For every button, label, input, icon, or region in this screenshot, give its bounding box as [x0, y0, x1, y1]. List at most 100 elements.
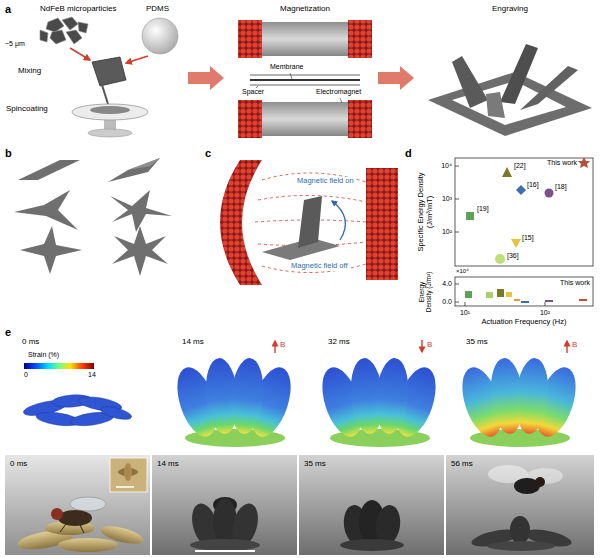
flower-photo — [116, 486, 134, 488]
reference-label: [16] — [527, 181, 539, 189]
flower-photo — [16, 458, 573, 553]
step-label: Spincoating — [6, 104, 48, 113]
flower-photo — [195, 550, 255, 552]
time-label: 14 ms — [157, 459, 179, 468]
chart-frame — [455, 166, 459, 167]
tick-label: 10⁴ — [441, 162, 452, 170]
flower-photo — [80, 525, 84, 533]
field-label: B — [280, 340, 285, 349]
electromagnet — [238, 20, 262, 58]
photo-frame — [152, 455, 297, 555]
data-marker — [511, 239, 521, 248]
leader-line — [290, 73, 292, 79]
mixing-beaker — [92, 57, 126, 86]
process-arrow — [378, 66, 414, 90]
axis-multiplier: ×10⁴ — [456, 268, 469, 275]
part-label: Membrane — [270, 63, 303, 71]
panel-letter: d — [405, 147, 412, 160]
flap-shapes — [128, 158, 160, 170]
reference-label: [19] — [477, 205, 489, 213]
flap-shapes — [112, 226, 168, 276]
colorbar-title: Strain (%) — [28, 351, 59, 359]
tick-label: 10² — [442, 228, 452, 236]
photo-frame — [446, 455, 594, 555]
coil — [220, 160, 398, 285]
panel-letter: e — [5, 326, 11, 339]
flower-photo — [487, 541, 555, 551]
flower-photo — [110, 458, 147, 492]
pdms-sphere — [142, 18, 178, 54]
data-marker — [579, 299, 587, 301]
tick-label: 10³ — [442, 195, 452, 203]
engraved-membrane — [520, 66, 578, 110]
electromagnet — [238, 100, 262, 138]
flower-simulation — [315, 357, 444, 447]
flap-shapes — [14, 158, 172, 276]
data-marker — [545, 300, 553, 302]
flower-photo — [60, 524, 66, 532]
flower-photo — [51, 508, 63, 520]
flat-flower — [22, 394, 133, 428]
panel-letter: b — [5, 147, 12, 160]
reference-label: [36] — [507, 252, 519, 260]
ndfeb-particles — [66, 30, 82, 44]
reference-label: [18] — [555, 183, 567, 191]
time-label: 35 ms — [304, 459, 326, 468]
electromagnet — [262, 22, 348, 56]
tick-label: 10² — [540, 309, 550, 317]
part-label: Electromagnet — [316, 88, 361, 96]
chart-frame — [455, 302, 459, 303]
data-marker — [466, 212, 474, 220]
flower-photo — [70, 497, 106, 511]
flower-photo — [58, 510, 92, 526]
chart-frame — [455, 277, 593, 306]
ndfeb-particles — [40, 30, 48, 42]
ndfeb-particles — [40, 17, 88, 44]
colorbar-tick: 0 — [24, 371, 28, 379]
mixing-arrows — [70, 48, 90, 60]
leader-line — [340, 98, 342, 103]
flower-photo — [58, 538, 118, 552]
tick-label: 10¹ — [460, 309, 470, 317]
chart-frame — [545, 302, 546, 306]
data-marker — [545, 189, 554, 198]
ndfeb-particles — [62, 17, 78, 30]
electromagnet — [262, 102, 348, 136]
time-label: 0 ms — [22, 337, 39, 346]
leader-line — [256, 86, 258, 88]
photo-frame — [299, 455, 444, 555]
spincoater — [90, 106, 130, 114]
colorbar-tick: 14 — [88, 371, 96, 379]
spincoater — [72, 104, 148, 137]
coil — [220, 160, 262, 285]
field-label: B — [427, 340, 432, 349]
flower-photo — [190, 539, 260, 551]
time-label: 14 ms — [182, 337, 204, 346]
membrane-stack — [250, 84, 360, 86]
part-label: Spacer — [242, 88, 264, 96]
field-arrow — [566, 341, 567, 353]
tick-label: 4.0 — [442, 280, 452, 288]
flower-simulation — [170, 357, 299, 447]
process-arrow — [188, 66, 224, 90]
axis-title: Energy Density (J/m³) — [418, 271, 433, 313]
flap-actuator — [262, 196, 340, 260]
axis-title: Specific Energy Density (J/m³/mT) — [417, 160, 434, 265]
material-label: NdFeB microparticles — [40, 4, 116, 13]
time-label: 35 ms — [466, 337, 488, 346]
engraved-membrane — [452, 56, 488, 108]
time-label: 32 ms — [328, 337, 350, 346]
time-label: 0 ms — [10, 459, 27, 468]
mixing-arrows — [126, 56, 148, 63]
chart-frame — [455, 158, 593, 266]
ndfeb-particles — [78, 22, 88, 33]
coil — [366, 168, 398, 280]
chart-frame — [455, 232, 459, 233]
step-title: Engraving — [492, 4, 528, 13]
material-label: PDMS — [146, 4, 169, 13]
data-marker — [506, 292, 512, 297]
reference-label: [22] — [514, 162, 526, 170]
engraved-membrane — [500, 44, 538, 104]
flower-photo — [340, 539, 404, 551]
